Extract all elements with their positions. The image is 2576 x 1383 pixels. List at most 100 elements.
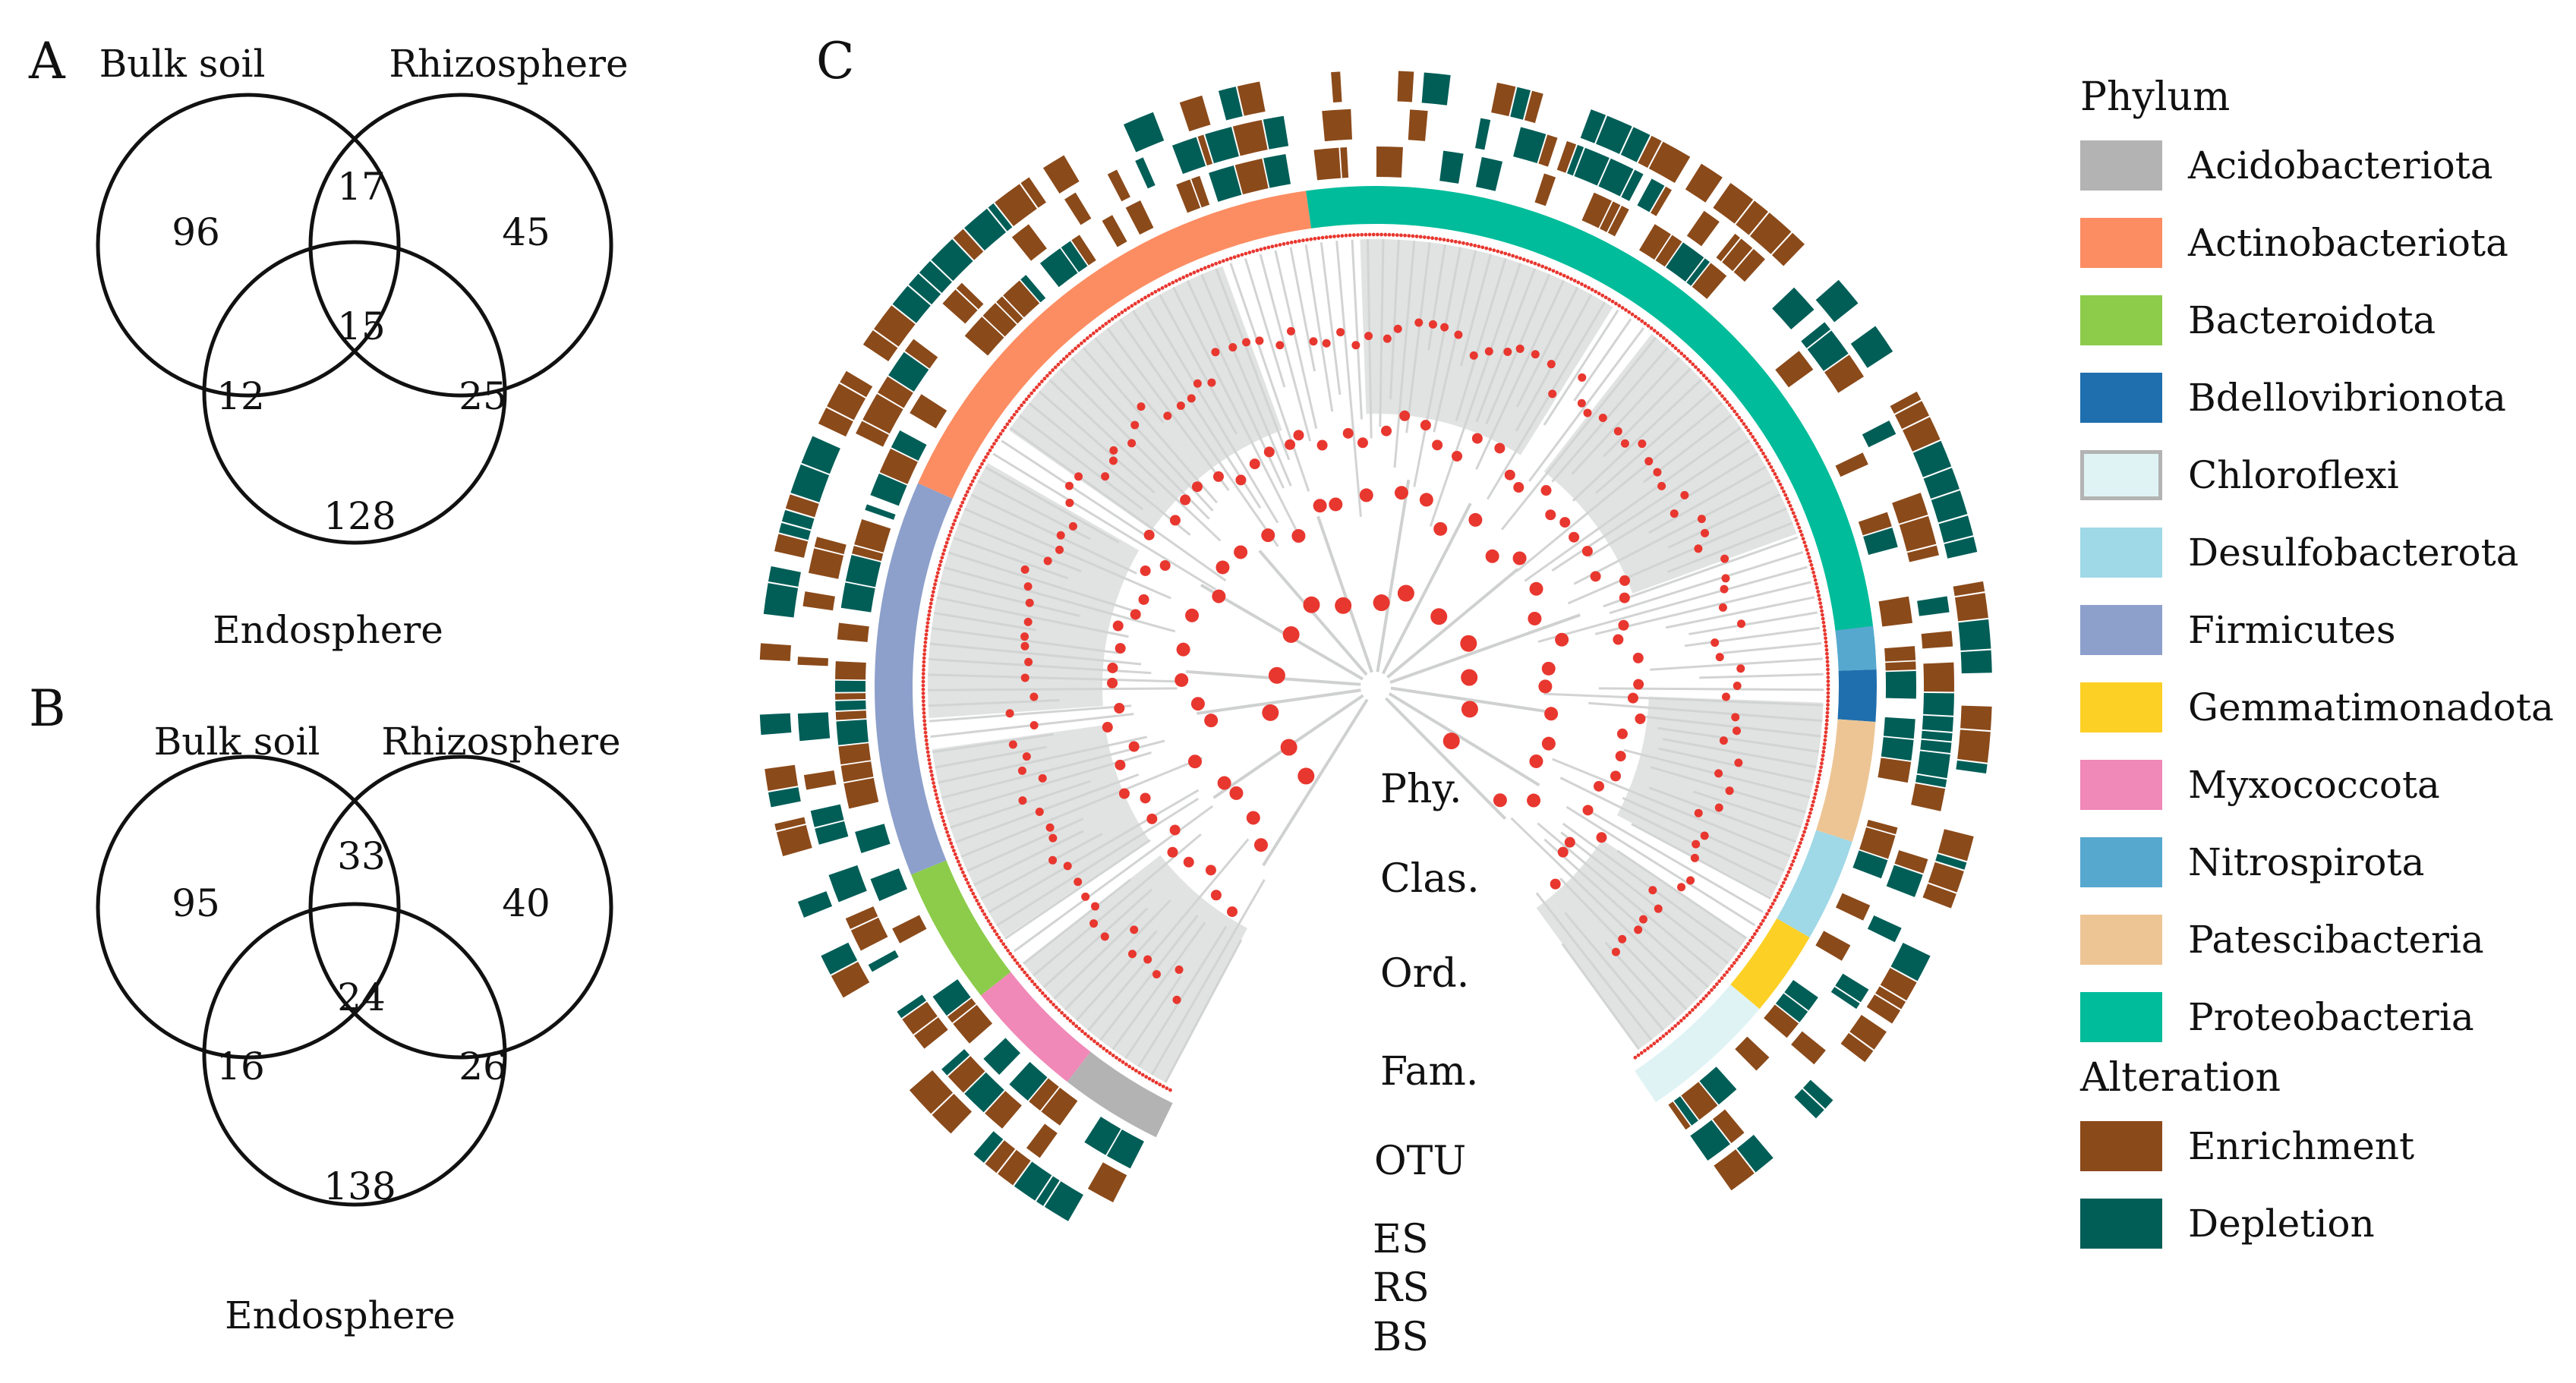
- tree-node-otu: [1799, 841, 1802, 845]
- tree-node-otu: [1364, 232, 1368, 237]
- tree-node-otu: [1082, 339, 1086, 343]
- tree-branch: [1667, 493, 1781, 549]
- tree-node-otu: [1026, 394, 1031, 399]
- tree-node-otu: [1820, 761, 1824, 766]
- tree-node-otu: [942, 548, 947, 553]
- tree-node-otu: [984, 455, 988, 459]
- alteration-cell-rs: [1886, 865, 1923, 897]
- tree-node-otu: [1819, 605, 1824, 610]
- tree-branch: [932, 732, 1054, 754]
- alteration-cell-bs: [1685, 163, 1723, 203]
- alteration-cell-rs: [941, 1049, 970, 1076]
- tree-node-otu: [991, 925, 995, 930]
- tree-node-class: [1544, 707, 1559, 721]
- tree-branch: [985, 466, 1120, 543]
- tree-node-otu: [1811, 799, 1815, 804]
- tree-node-otu: [1158, 1082, 1162, 1087]
- alteration-cell-rs: [868, 950, 899, 972]
- legend-phylum-label-nitrospirota: Nitrospirota: [2188, 840, 2425, 884]
- tree-node-otu: [944, 544, 947, 549]
- tree-node-family: [1720, 554, 1729, 563]
- legend-phylum-actinobacteriota: Actinobacteriota: [2080, 212, 2566, 289]
- tree-node-family: [1611, 947, 1620, 956]
- tree-node-otu: [1015, 961, 1020, 966]
- legend-phylum-acidobacteriota: Acidobacteriota: [2080, 134, 2566, 212]
- tree-node-otu: [1024, 397, 1029, 402]
- tree-node-otu: [1255, 248, 1260, 253]
- tree-node-family: [1022, 752, 1031, 761]
- tree-node-otu: [1826, 667, 1830, 672]
- tree-node-otu: [1701, 997, 1706, 1001]
- tree-node-order: [1167, 846, 1178, 858]
- tree-branch: [1543, 692, 1824, 707]
- tree-node-otu: [1685, 357, 1689, 361]
- tree-node-order: [1619, 575, 1630, 586]
- tree-node-otu: [969, 483, 973, 487]
- tree-branch: [1124, 975, 1182, 1060]
- tree-node-order: [1263, 446, 1275, 458]
- tree-node-otu: [1777, 479, 1781, 484]
- tree-node-otu: [1805, 822, 1809, 827]
- tree-node-otu: [1004, 945, 1008, 950]
- tree-node-family: [1414, 318, 1424, 327]
- tree-branch: [1106, 327, 1230, 491]
- tree-node-order: [1212, 471, 1224, 482]
- tree-branch: [1510, 817, 1698, 1000]
- tree-node-otu: [1289, 240, 1294, 244]
- tree-node-otu: [954, 515, 959, 519]
- tree-node-class: [1433, 521, 1448, 536]
- tree-node-otu: [1664, 1032, 1669, 1036]
- tree-branch: [970, 493, 1137, 575]
- tree-node-otu: [945, 830, 949, 834]
- alteration-cell-rs: [1513, 127, 1547, 164]
- phylum-ring-bdellovibrionota: [1837, 669, 1877, 723]
- tree-node-class: [1187, 755, 1202, 769]
- phylum-ring-proteobacteria: [1306, 185, 1876, 655]
- tree-node-otu: [1263, 246, 1267, 250]
- tree-node-otu: [1825, 663, 1830, 668]
- alteration-cell-bs: [1179, 95, 1211, 132]
- tree-branch: [1172, 286, 1301, 538]
- tree-node-family: [1680, 490, 1689, 499]
- tree-node-otu: [1633, 1055, 1638, 1060]
- tree-node-family: [1620, 439, 1629, 448]
- tree-node-otu: [1117, 312, 1121, 317]
- tree-node-otu: [922, 707, 926, 711]
- tree-node-otu: [1624, 307, 1628, 312]
- legend-phylum-label-gemmatimonadota: Gemmatimonadota: [2188, 685, 2554, 729]
- tree-node-family: [1654, 904, 1663, 913]
- tree-node-otu: [1757, 445, 1761, 449]
- alteration-cell-es: [1668, 1101, 1691, 1130]
- tree-branch: [995, 797, 1200, 927]
- legend-phylum-firmicutes: Firmicutes: [2080, 599, 2566, 676]
- tree-node-otu: [1630, 312, 1635, 317]
- tree-node-otu: [928, 761, 932, 766]
- tree-node-class: [1394, 486, 1408, 500]
- tree-node-otu: [1757, 925, 1761, 930]
- alteration-cell-rs: [1712, 1109, 1745, 1143]
- legend-phylum-label-actinobacteriota: Actinobacteriota: [2188, 221, 2508, 265]
- tree-branch: [1111, 921, 1206, 1051]
- tree-node-otu: [1707, 991, 1711, 995]
- tree-node-otu: [956, 511, 960, 515]
- alteration-cell-rs: [1171, 137, 1206, 175]
- tree-branch: [1528, 327, 1645, 482]
- tree-node-otu: [1027, 976, 1032, 981]
- tree-node-otu: [1083, 1032, 1087, 1036]
- legend-phylum-bdellovibrionota: Bdellovibrionota: [2080, 367, 2566, 444]
- alteration-cell-bs: [874, 305, 916, 347]
- tree-node-otu: [1744, 425, 1748, 430]
- tree-node-otu: [954, 855, 959, 860]
- alteration-cell-rs: [1064, 192, 1092, 225]
- tree-node-otu: [1293, 240, 1297, 244]
- alteration-cell-rs: [797, 712, 831, 742]
- tree-node-otu: [1442, 238, 1446, 242]
- tree-node-otu: [1001, 428, 1005, 433]
- tree-node-otu: [1270, 244, 1275, 249]
- alteration-cell-bs: [790, 464, 830, 502]
- tree-node-otu: [1699, 370, 1704, 375]
- legend-alteration-label-depletion: Depletion: [2188, 1202, 2375, 1246]
- tree-branch: [1663, 738, 1817, 768]
- tree-node-otu: [1127, 1064, 1132, 1069]
- tree-node-order: [1494, 443, 1506, 454]
